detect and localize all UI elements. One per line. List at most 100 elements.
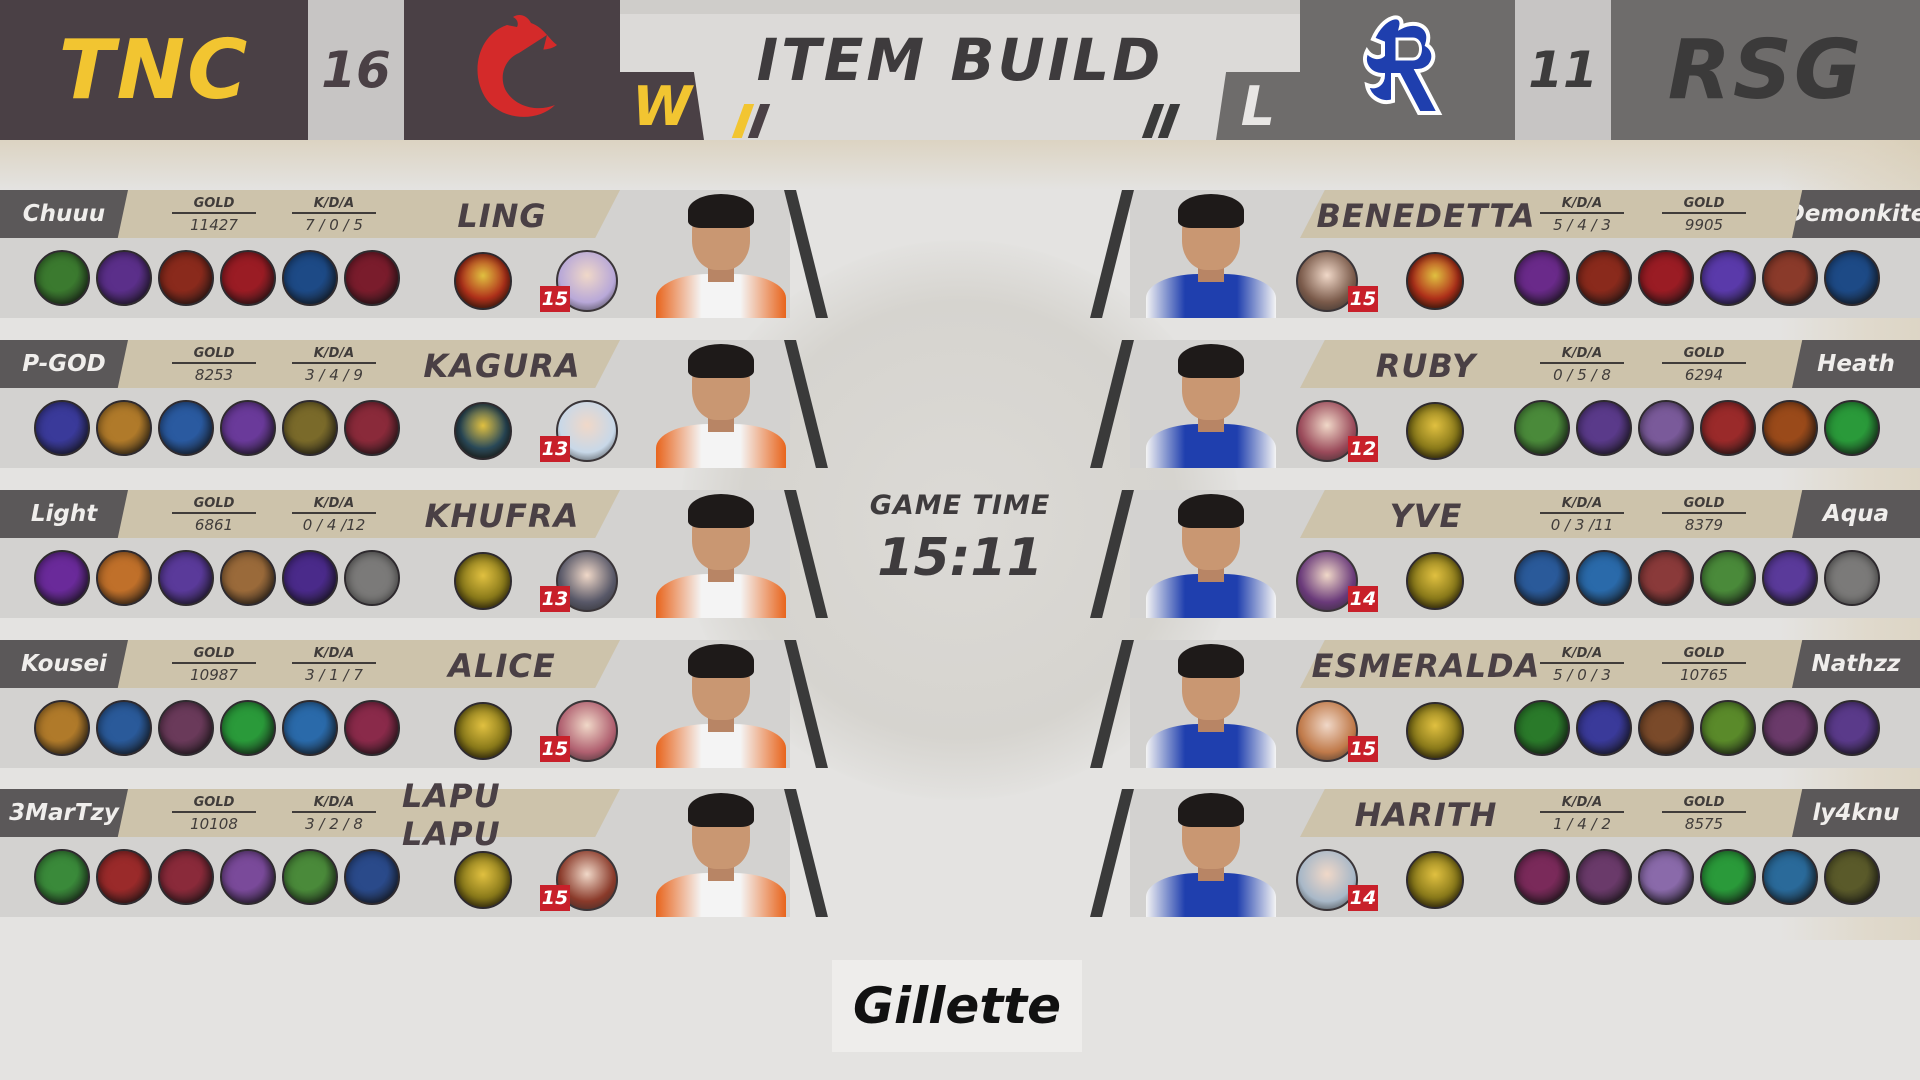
item-icon[interactable] xyxy=(344,849,400,905)
hero-name: LING xyxy=(457,197,547,235)
item-icon[interactable] xyxy=(1576,550,1632,606)
item-icon[interactable] xyxy=(1638,550,1694,606)
item-icon[interactable] xyxy=(1638,400,1694,456)
item-icon[interactable] xyxy=(1700,250,1756,306)
item-icon[interactable] xyxy=(1824,250,1880,306)
player-photo xyxy=(1142,192,1278,318)
item-icon[interactable] xyxy=(96,250,152,306)
item-icon[interactable] xyxy=(1700,700,1756,756)
item-icon[interactable] xyxy=(282,849,338,905)
hero-portrait-icon[interactable] xyxy=(1296,550,1358,612)
battle-spell-icon[interactable] xyxy=(454,552,512,610)
row-divider xyxy=(784,640,828,768)
right-team-name: RSG xyxy=(1611,0,1920,140)
item-icon[interactable] xyxy=(1638,700,1694,756)
hero-portrait-icon[interactable] xyxy=(1296,400,1358,462)
item-icon[interactable] xyxy=(282,700,338,756)
item-icon[interactable] xyxy=(1762,700,1818,756)
item-icon[interactable] xyxy=(158,700,214,756)
kda-value: 0 / 5 / 8 xyxy=(1553,366,1611,384)
item-icon[interactable] xyxy=(282,400,338,456)
item-icon[interactable] xyxy=(220,849,276,905)
battle-spell-icon[interactable] xyxy=(454,702,512,760)
hero-name: YVE xyxy=(1389,497,1463,535)
item-icon[interactable] xyxy=(344,700,400,756)
player-name: P-GOD xyxy=(0,340,128,388)
item-icon[interactable] xyxy=(220,250,276,306)
scoreboard-header: TNC 16 ITEM BUILD W L 11 RSG xyxy=(0,0,1920,140)
item-icon[interactable] xyxy=(158,250,214,306)
item-icon[interactable] xyxy=(282,250,338,306)
item-icon[interactable] xyxy=(1700,400,1756,456)
battle-spell-icon[interactable] xyxy=(1406,402,1464,460)
hero-level-badge: 15 xyxy=(540,736,570,762)
player-photo xyxy=(652,342,788,468)
item-icon[interactable] xyxy=(282,550,338,606)
battle-spell-icon[interactable] xyxy=(454,402,512,460)
item-icon[interactable] xyxy=(1700,849,1756,905)
item-icon[interactable] xyxy=(220,550,276,606)
battle-spell-icon[interactable] xyxy=(1406,702,1464,760)
player-name: Chuuu xyxy=(0,190,128,238)
item-icon[interactable] xyxy=(1514,550,1570,606)
gold-value: 10987 xyxy=(190,666,238,684)
item-build xyxy=(1514,849,1886,911)
item-icon[interactable] xyxy=(220,700,276,756)
item-icon[interactable] xyxy=(344,400,400,456)
hero-portrait-icon[interactable] xyxy=(1296,849,1358,911)
item-icon[interactable] xyxy=(1576,400,1632,456)
item-icon[interactable] xyxy=(96,849,152,905)
item-icon[interactable] xyxy=(34,849,90,905)
row-divider xyxy=(1090,190,1134,318)
item-icon[interactable] xyxy=(96,400,152,456)
item-icon[interactable] xyxy=(1762,250,1818,306)
item-icon[interactable] xyxy=(1576,700,1632,756)
item-icon[interactable] xyxy=(1514,400,1570,456)
item-icon[interactable] xyxy=(34,550,90,606)
player-name: Demonkite xyxy=(1792,190,1920,238)
item-icon[interactable] xyxy=(34,400,90,456)
item-icon[interactable] xyxy=(1576,250,1632,306)
battle-spell-icon[interactable] xyxy=(454,851,512,909)
item-icon[interactable] xyxy=(158,849,214,905)
item-icon[interactable] xyxy=(1514,700,1570,756)
battle-spell-icon[interactable] xyxy=(1406,252,1464,310)
item-icon[interactable] xyxy=(1824,400,1880,456)
hero-portrait-icon[interactable] xyxy=(1296,700,1358,762)
item-icon[interactable] xyxy=(1762,400,1818,456)
item-icon[interactable] xyxy=(1824,700,1880,756)
item-icon[interactable] xyxy=(1576,849,1632,905)
item-icon[interactable] xyxy=(158,400,214,456)
empty-item-slot-icon[interactable] xyxy=(1824,550,1880,606)
item-icon[interactable] xyxy=(1762,550,1818,606)
item-icon[interactable] xyxy=(34,250,90,306)
hero-portrait-icon[interactable] xyxy=(556,700,618,762)
item-icon[interactable] xyxy=(344,250,400,306)
item-icon[interactable] xyxy=(96,550,152,606)
item-icon[interactable] xyxy=(1638,250,1694,306)
item-icon[interactable] xyxy=(220,400,276,456)
item-icon[interactable] xyxy=(158,550,214,606)
item-icon[interactable] xyxy=(1514,849,1570,905)
item-icon[interactable] xyxy=(1700,550,1756,606)
item-icon[interactable] xyxy=(34,700,90,756)
item-icon[interactable] xyxy=(96,700,152,756)
battle-spell-icon[interactable] xyxy=(1406,851,1464,909)
battle-spell-icon[interactable] xyxy=(1406,552,1464,610)
kda-value: 3 / 4 / 9 xyxy=(305,366,363,384)
item-icon[interactable] xyxy=(1824,849,1880,905)
item-icon[interactable] xyxy=(1638,849,1694,905)
item-icon[interactable] xyxy=(1514,250,1570,306)
hero-portrait-icon[interactable] xyxy=(1296,250,1358,312)
item-icon[interactable] xyxy=(1762,849,1818,905)
empty-item-slot-icon[interactable] xyxy=(344,550,400,606)
player-name: 3MarTzy xyxy=(0,789,128,837)
battle-spell-icon[interactable] xyxy=(454,252,512,310)
